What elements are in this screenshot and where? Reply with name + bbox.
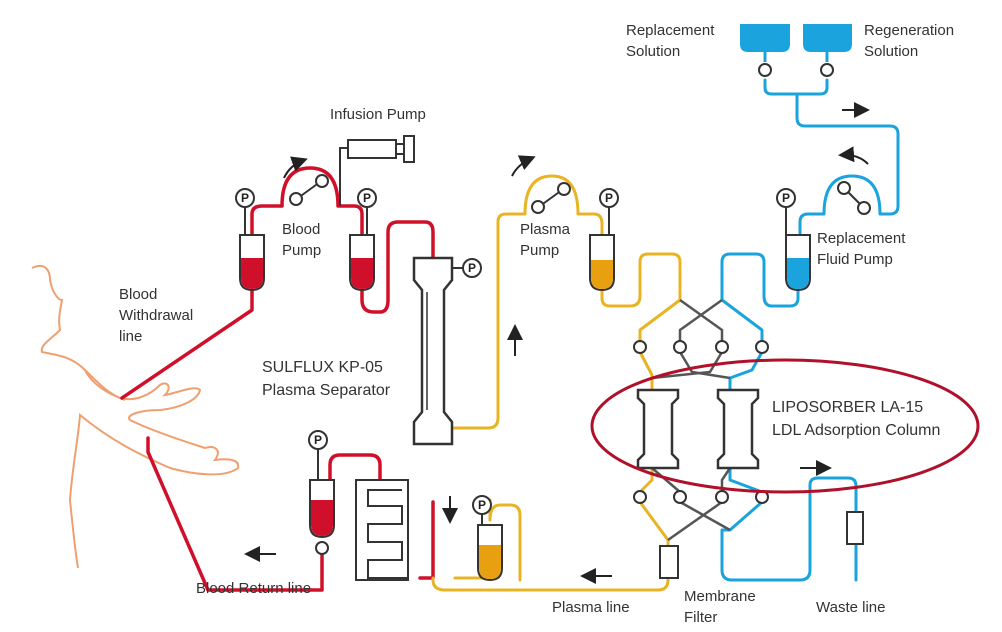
column-switch-lines [651,298,732,542]
pressure-gauge-icon [472,495,492,525]
pressure-gauge-icon [599,188,619,235]
rotation-arrow-icon [283,156,308,179]
highlight-ellipse [590,358,980,494]
drip-chamber-plasma-2 [477,524,503,582]
membrane-filter [659,545,679,579]
blood-return-line-label: Blood Return line [196,580,312,597]
waste-line-label: Waste line [816,599,886,616]
blood-pump-label: Blood Pump [282,221,322,259]
membrane-filter-label: Membrane Filter [684,588,756,626]
blood-return-loop [328,453,382,482]
svg-text:P: P [478,498,486,512]
pressure-gauge-icon [357,188,377,235]
separator-to-heater [418,500,435,580]
replacement-fluid-pump-label: Replacement Fluid Pump [817,230,906,268]
adsorption-column-1 [636,388,680,470]
replacement-supply-line [795,92,900,237]
blood-withdrawal-line [120,283,254,400]
drip-chamber-blood-return [309,479,335,539]
blood-return-line [146,436,324,592]
replacement-solution-label: Replacement Solution [626,22,715,60]
rotation-arrow-icon [838,146,869,165]
separator-to-plasma-pump [448,174,604,430]
infusion-pump-syringe [339,135,415,206]
pressure-gauge-icon [235,188,255,235]
pressure-gauge-labels: P P P P P P P [241,191,790,512]
plasma-separator-label: SULFLUX KP-05 Plasma Separator [262,359,391,399]
pressure-gauge-icon [776,188,796,235]
clamp-valves [315,340,769,555]
svg-text:P: P [314,433,322,447]
plasma-pump-label: Plasma Pump [520,221,571,259]
regeneration-solution-label: Regeneration Solution [864,22,955,60]
svg-text:P: P [363,191,371,205]
infusion-pump-label: Infusion Pump [330,106,426,123]
blood-pump-loop [250,166,364,237]
plasma-line-label: Plasma line [552,599,630,616]
blood-to-separator [360,220,435,314]
svg-text:P: P [241,191,249,205]
pressure-gauges [235,188,796,525]
replacement-solution-bag [740,24,790,52]
drip-chamber-plasma-1 [589,234,615,292]
regeneration-solution-bag [803,24,852,52]
svg-text:P: P [468,261,476,275]
blood-withdrawal-line-label: Blood Withdrawal line [119,286,194,345]
plasma-separator [412,256,454,446]
adsorption-column-2 [716,388,760,470]
svg-text:P: P [782,191,790,205]
rotation-arrow-icon [511,155,536,177]
drip-chamber-blood-1 [239,234,265,292]
flow-arrows [244,102,870,584]
replacement-circuit [720,78,900,582]
drip-chamber-blood-2 [349,234,375,292]
waste-filter [846,511,864,545]
clamp-icon [758,63,834,77]
adsorption-column-label: LIPOSORBER LA-15 LDL Adsorption Column [772,399,941,439]
pump-rotor-icon [289,174,871,215]
drip-chamber-replacement [785,234,811,292]
drip-chambers [239,234,811,582]
pressure-gauge-icon [308,430,328,480]
plasma-line [431,576,670,592]
svg-text:P: P [605,191,613,205]
blood-warmer [355,479,409,581]
plasma-to-columns [600,252,682,308]
pressure-gauge-icon [451,258,482,278]
